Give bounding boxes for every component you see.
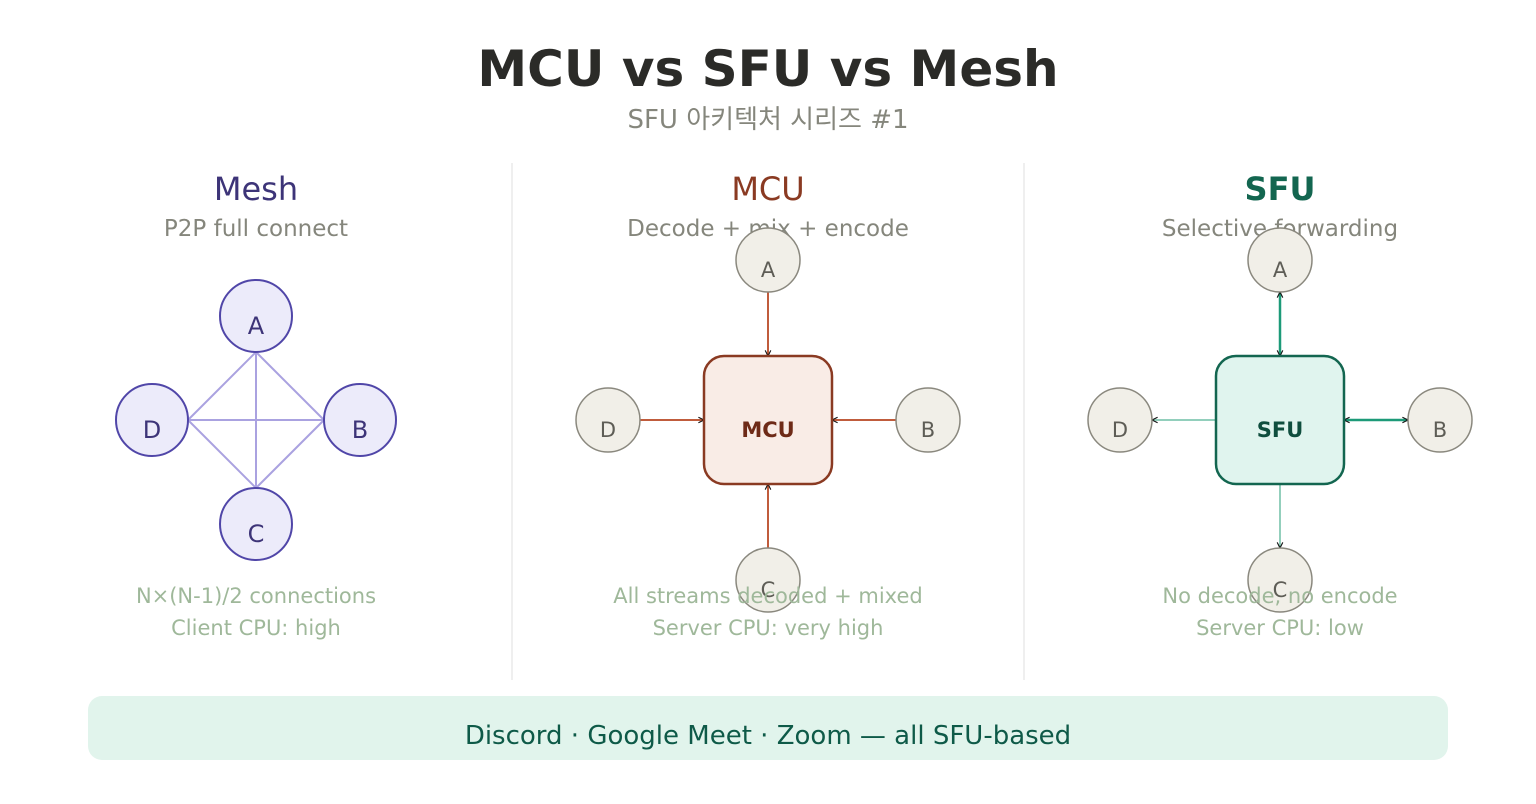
sfu-note-codec: No decode, no encode [1162, 584, 1397, 608]
sfu-client-d-label: D [1112, 418, 1128, 442]
sfu-note-cpu: Server CPU: low [1196, 616, 1364, 640]
mcu-hub: MCU [702, 354, 834, 486]
sfu-hub: SFU [1214, 354, 1346, 486]
mcu-panel: MCU Decode + mix + encode MCU A B C D [575, 170, 961, 640]
mesh-node-a-label: A [248, 312, 265, 340]
mesh-node-c: C [219, 487, 293, 561]
mesh-edges [187, 351, 325, 489]
mesh-edge-a-b [255, 351, 325, 421]
mcu-edges [640, 292, 896, 548]
sfu-edges [1152, 292, 1408, 548]
mesh-note-connections: N×(N-1)/2 connections [136, 584, 376, 608]
sfu-client-c-label: C [1273, 578, 1288, 602]
mesh-title: Mesh [214, 170, 298, 208]
mesh-subtitle: P2P full connect [164, 216, 348, 242]
sfu-hub-label: SFU [1257, 418, 1304, 442]
mcu-client-d: D [575, 387, 641, 453]
mesh-edge-c-d [187, 419, 257, 489]
mesh-edge-b-c [255, 419, 325, 489]
mcu-client-c: C [735, 547, 801, 613]
mesh-node-c-label: C [248, 520, 265, 548]
page-subtitle: SFU 아키텍처 시리즈 #1 [627, 105, 908, 135]
mcu-client-a-label: A [761, 258, 776, 282]
mesh-node-b-label: B [352, 416, 368, 444]
mcu-client-d-label: D [600, 418, 616, 442]
sfu-client-a: A [1247, 227, 1313, 293]
mesh-panel: Mesh P2P full connect A B C D N×(N-1)/2 … [115, 170, 397, 640]
mesh-note-cpu: Client CPU: high [171, 616, 341, 640]
mcu-client-b-label: B [921, 418, 935, 442]
mcu-client-a: A [735, 227, 801, 293]
mcu-note-streams: All streams decoded + mixed [613, 584, 922, 608]
sfu-client-c: C [1247, 547, 1313, 613]
sfu-title: SFU [1245, 170, 1316, 208]
sfu-client-a-label: A [1273, 258, 1288, 282]
mcu-title: MCU [731, 170, 804, 208]
page-title: MCU vs SFU vs Mesh [477, 40, 1058, 98]
mcu-client-b: B [895, 387, 961, 453]
sfu-client-b: B [1407, 387, 1473, 453]
usage-banner-text: Discord · Google Meet · Zoom — all SFU-b… [465, 721, 1071, 751]
sfu-client-b-label: B [1433, 418, 1447, 442]
mesh-node-d-label: D [143, 416, 161, 444]
mesh-node-b: B [323, 383, 397, 457]
sfu-panel: SFU Selective forwarding SFU A B C D [1087, 170, 1473, 640]
mcu-note-cpu: Server CPU: very high [653, 616, 884, 640]
mcu-hub-label: MCU [741, 418, 794, 442]
mesh-edge-d-a [187, 351, 257, 421]
mesh-node-a: A [219, 279, 293, 353]
usage-banner: Discord · Google Meet · Zoom — all SFU-b… [88, 696, 1448, 760]
sfu-client-d: D [1087, 387, 1153, 453]
mesh-node-d: D [115, 383, 189, 457]
mcu-client-c-label: C [761, 578, 776, 602]
